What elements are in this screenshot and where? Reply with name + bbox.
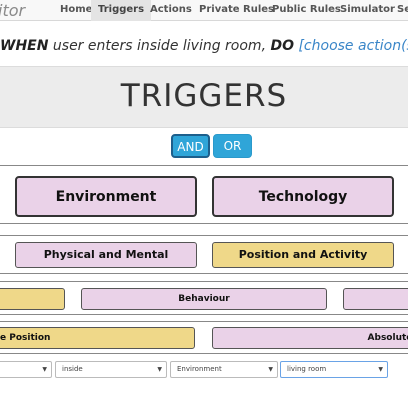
category-row-3: Behaviour	[0, 281, 408, 315]
select-relation[interactable]: inside ▼	[55, 361, 167, 378]
and-button[interactable]: AND	[171, 134, 210, 158]
category-row-1: Environment Technology	[0, 165, 408, 224]
category-left-partial[interactable]	[0, 288, 65, 310]
navbar: itor Home Triggers Actions Private Rules…	[0, 0, 408, 21]
page-title: TRIGGERS	[120, 78, 288, 114]
select-location[interactable]: living room ▼	[280, 361, 388, 378]
category-technology[interactable]: Technology	[212, 176, 394, 217]
select-category[interactable]: Environment ▼	[170, 361, 278, 378]
category-position-activity[interactable]: Position and Activity	[212, 242, 394, 268]
select-location-value: living room	[287, 365, 327, 373]
category-relative-position[interactable]: e Position	[0, 327, 195, 349]
select-category-value: Environment	[177, 365, 222, 373]
chevron-down-icon: ▼	[42, 366, 47, 373]
do-keyword: DO	[270, 38, 295, 54]
select-relation-value: inside	[62, 365, 83, 373]
brand-logo[interactable]: itor	[0, 1, 26, 20]
nav-public-rules[interactable]: Public Rules	[272, 4, 341, 15]
trigger-condition: user enters inside living room,	[52, 38, 267, 54]
category-physical-mental[interactable]: Physical and Mental	[15, 242, 197, 268]
category-absolute-position[interactable]: AbsoluteP	[212, 327, 408, 349]
nav-home[interactable]: Home	[60, 4, 93, 15]
nav-simulator[interactable]: Simulator	[340, 4, 395, 15]
rule-sentence: WHEN user enters inside living room, DO …	[0, 38, 408, 54]
chevron-down-icon: ▼	[268, 366, 273, 373]
nav-private-rules[interactable]: Private Rules	[199, 4, 274, 15]
category-row-4: e Position AbsoluteP	[0, 321, 408, 354]
nav-triggers[interactable]: Triggers	[91, 0, 152, 21]
nav-actions[interactable]: Actions	[150, 4, 192, 15]
chevron-down-icon: ▼	[378, 366, 383, 373]
category-environment[interactable]: Environment	[15, 176, 197, 217]
category-row-2: Physical and Mental Position and Activit…	[0, 235, 408, 274]
choose-action-link[interactable]: [choose action(s)]	[298, 38, 408, 54]
category-behaviour[interactable]: Behaviour	[81, 288, 327, 310]
nav-settings[interactable]: Se	[397, 4, 408, 15]
title-band: TRIGGERS	[0, 66, 408, 128]
or-button[interactable]: OR	[213, 134, 252, 158]
select-user[interactable]: ▼	[0, 361, 52, 378]
when-keyword: WHEN	[0, 38, 49, 54]
chevron-down-icon: ▼	[157, 366, 162, 373]
category-right-partial[interactable]	[343, 288, 408, 310]
